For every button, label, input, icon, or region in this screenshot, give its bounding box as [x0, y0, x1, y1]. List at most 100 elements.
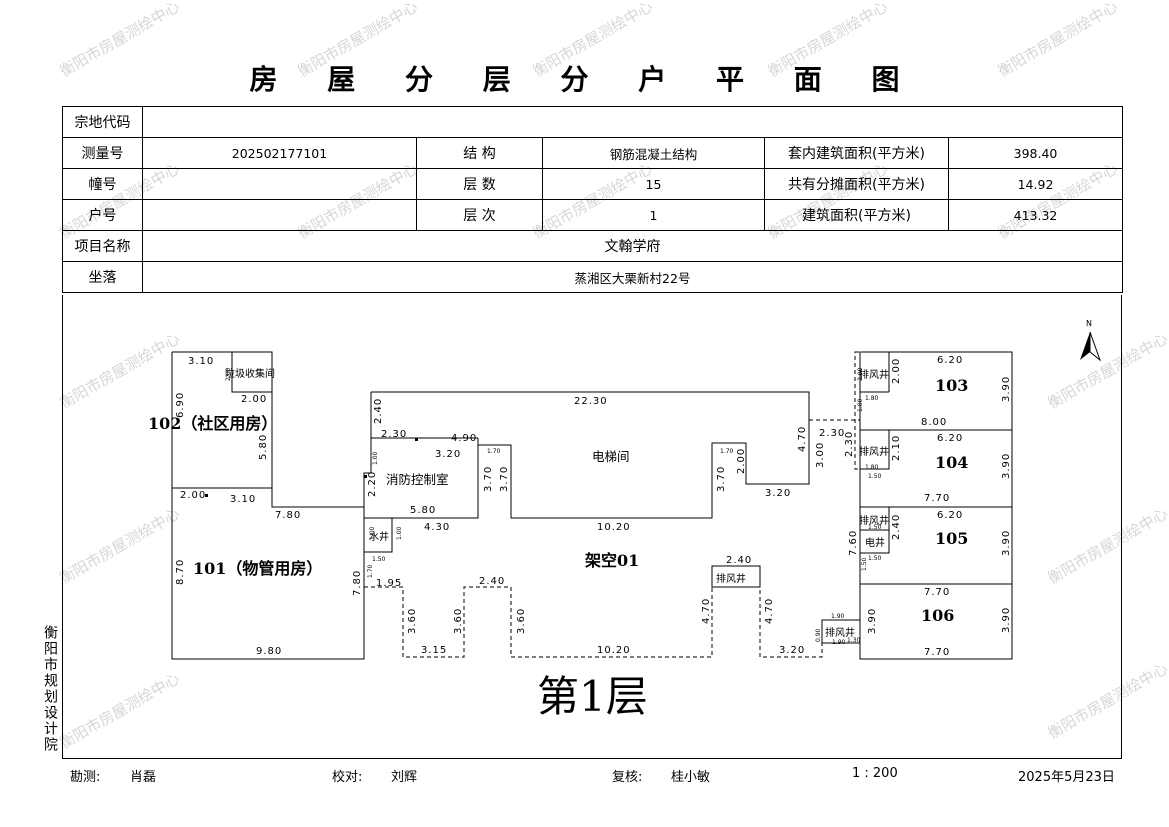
dim-label: 2.40: [726, 555, 752, 566]
room-paifeng-label: 排风井: [859, 514, 889, 527]
taonei-value: 398.40: [947, 137, 1124, 169]
dim-label: 6.20: [937, 433, 963, 444]
jiakong-outline: [854, 351, 860, 470]
dim-label: 2.00: [225, 367, 232, 381]
dim-label: 10.20: [597, 645, 631, 656]
dim-label: 7.70: [924, 493, 950, 504]
dim-label: 5.80: [410, 505, 436, 516]
room-jiakong-label: 架空01: [584, 551, 639, 570]
dim-label: 3.20: [779, 645, 805, 656]
floor-label: 第1层: [537, 672, 648, 721]
dim-label: 4.70: [797, 426, 808, 452]
drawing-frame: [62, 295, 1122, 759]
north-label: N: [1086, 319, 1092, 328]
table-row: 坐落 蒸湘区大栗新村22号: [62, 261, 1124, 293]
footer-jiaodui-label: 校对:: [332, 770, 363, 785]
dim-label: 8.70: [175, 559, 186, 585]
dim-label: 1.90: [832, 639, 846, 646]
dim-label: 7.70: [924, 587, 950, 598]
room-102-label: 102（社区用房）: [148, 414, 277, 433]
room-paifeng-label: 排风井: [859, 368, 889, 381]
dim-label: 3.60: [407, 608, 418, 634]
dim-label: 3.70: [499, 466, 510, 492]
room-laji-label: 垃圾收集间: [225, 367, 275, 380]
dim-label: 2.20: [367, 471, 378, 497]
dim-label: 2.30: [381, 429, 407, 440]
xiangmu-label: 项目名称: [62, 230, 143, 262]
dim-label: 4.70: [701, 598, 712, 624]
dim-label: 2.10: [891, 435, 902, 461]
dim-label: 3.15: [421, 645, 447, 656]
dim-label: 1.00: [857, 398, 864, 412]
dim-label: 1.50: [861, 557, 868, 571]
room-xiaofang-label: 消防控制室: [386, 472, 449, 487]
footer-kance-name: 肖磊: [130, 770, 157, 785]
dim-label: 1.00: [369, 526, 376, 540]
table-row: 幢号 层 数 15 共有分摊面积(平方米) 14.92: [62, 168, 1124, 200]
dim-label: 6.20: [937, 510, 963, 521]
dim-label: 1.80: [865, 395, 879, 402]
dim-label: 1.70: [720, 448, 734, 455]
dim-label: 9.80: [256, 646, 282, 657]
page-title: 房 屋 分 层 分 户 平 面 图: [249, 63, 920, 96]
paifeng-room-3: [821, 619, 861, 644]
dim-label: 10.20: [597, 522, 631, 533]
dim-label: 1.80: [865, 464, 879, 471]
dim-label: 0.90: [815, 628, 822, 642]
info-table: 宗地代码 测量号 202502177101 结 构 钢筋混凝土结构 套内建筑面积…: [62, 106, 1124, 293]
dim-label: 1.90: [831, 613, 845, 620]
cengshu-value: 15: [542, 168, 765, 200]
dim-label: 2.40: [479, 576, 505, 587]
dim-label: 7.60: [848, 530, 859, 556]
dim-label: 2.30: [844, 431, 855, 457]
dim-label: 5.80: [258, 434, 269, 460]
dim-label: 1.50: [372, 556, 386, 563]
dim-label: 3.00: [815, 442, 826, 468]
dim-label: 4.30: [424, 522, 450, 533]
zhuang-label: 幢号: [62, 168, 143, 200]
dim-label: 4.90: [451, 433, 477, 444]
footer-scale: 1 : 200: [852, 766, 898, 781]
dim-label: 2.00: [180, 490, 206, 501]
zuoluo-value: 蒸湘区大栗新村22号: [141, 261, 1124, 293]
paifeng-room-2: [859, 429, 890, 470]
room-104-label: 104: [935, 453, 968, 472]
dim-label: 3.60: [516, 608, 527, 634]
dim-label: 6.20: [937, 355, 963, 366]
zongdi-label: 宗地代码: [62, 106, 143, 138]
gongyou-value: 14.92: [947, 168, 1124, 200]
room-paifeng-label: 排风井: [716, 572, 746, 585]
dim-label: 3.90: [867, 608, 878, 634]
dim-label: 3.10: [188, 356, 214, 367]
dim-label: 7.70: [924, 647, 950, 658]
room-paifeng-label: 排风井: [825, 626, 855, 639]
room-105-label: 105: [935, 529, 968, 548]
marker: [205, 494, 208, 497]
dim-label: 1.70: [367, 564, 374, 578]
marker: [364, 475, 367, 478]
dim-label: 1.00: [372, 451, 379, 465]
dim-label: 1.70: [487, 448, 501, 455]
marker: [415, 438, 418, 441]
dim-label: 6.90: [175, 392, 186, 418]
jianzhu-label: 建筑面积(平方米): [764, 199, 949, 231]
dim-label: 3.20: [765, 488, 791, 499]
dim-label: 3.70: [483, 466, 494, 492]
dim-label: 8.00: [921, 417, 947, 428]
dim-label: 4.70: [764, 598, 775, 624]
dim-label: 2.00: [857, 367, 864, 381]
dim-label: 3.90: [1001, 453, 1012, 479]
dim-label: 3.70: [716, 466, 727, 492]
jiakong-outline: [364, 586, 823, 658]
dim-label: 2.00: [736, 448, 747, 474]
dim-label: 1.50: [868, 473, 882, 480]
dim-label: 3.90: [1001, 530, 1012, 556]
cengci-value: 1: [542, 199, 765, 231]
room-106-label: 106: [921, 606, 954, 625]
room-paifeng-label: 排风井: [859, 445, 889, 458]
dim-label: 2.30: [819, 428, 845, 439]
organization-name: 衡阳市规划设计院: [42, 625, 58, 753]
room-dianti-label: 电梯间: [592, 449, 630, 464]
footer-jiaodui-name: 刘辉: [391, 770, 418, 785]
